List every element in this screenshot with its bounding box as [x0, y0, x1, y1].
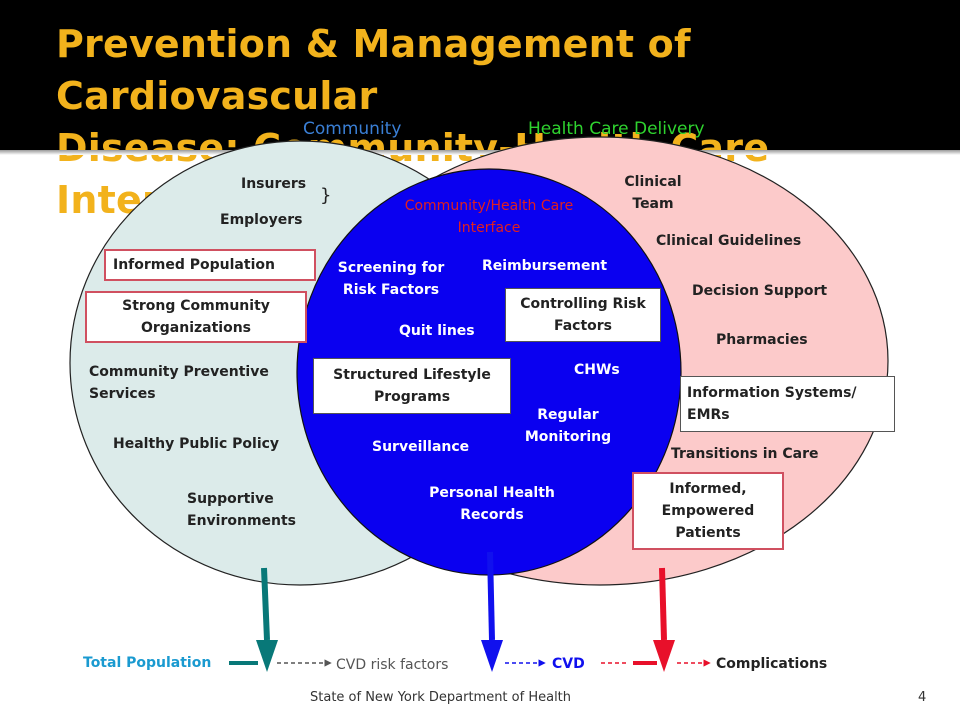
surveillance-label: Surveillance [372, 439, 470, 455]
strong-community-line-2: Organizations [140, 320, 252, 336]
controlling-risk-line-1: Controlling Risk [520, 296, 646, 312]
regular-monitoring-line-2: Monitoring [524, 429, 612, 445]
red-arrow [653, 567, 675, 672]
title-divider [0, 150, 960, 155]
community-header: Community [303, 119, 402, 139]
pharmacies-label: Pharmacies [716, 332, 808, 348]
footer-source: State of New York Department of Health [310, 690, 572, 705]
insurers-label: Insurers [241, 176, 307, 192]
personal-health-records-label: Personal Health Records [425, 482, 559, 526]
personal-health-records-line-1: Personal Health [429, 485, 555, 501]
personal-health-records-line-2: Records [460, 507, 524, 523]
complications-label: Complications [716, 656, 828, 672]
page-number: 4 [918, 690, 927, 705]
chws-label: CHWs [574, 362, 620, 378]
supportive-environments-line-2: Environments [187, 513, 297, 529]
employers-label: Employers [220, 212, 303, 228]
interface-title-line-1: Community/Health Care [404, 198, 574, 214]
informed-population-box: Informed Population [104, 249, 316, 281]
brace-symbol: } [320, 185, 332, 206]
interface-title-line-2: Interface [457, 220, 521, 236]
controlling-risk-line-2: Factors [553, 318, 613, 334]
strong-community-line-1: Strong Community [122, 298, 270, 314]
information-systems-line-2: EMRs [687, 407, 730, 423]
clinical-guidelines-label: Clinical Guidelines [656, 233, 802, 249]
structured-lifestyle-box: Structured Lifestyle Programs [313, 358, 511, 414]
clinical-team-line-2: Team [632, 196, 674, 212]
preventive-services-line-2: Services [89, 386, 156, 402]
empowered-patients-box: Informed, Empowered Patients [632, 472, 784, 550]
information-systems-line-1: Information Systems/ [687, 385, 857, 401]
structured-lifestyle-line-2: Programs [373, 389, 451, 405]
transitions-in-care-label: Transitions in Care [671, 446, 819, 462]
total-population-label: Total Population [83, 655, 212, 671]
regular-monitoring-label: Regular Monitoring [514, 404, 622, 448]
empowered-patients-line-2: Empowered [661, 503, 755, 519]
quit-lines-label: Quit lines [399, 323, 475, 339]
clinical-team-line-1: Clinical [624, 174, 682, 190]
strong-community-box: Strong Community Organizations [85, 291, 307, 343]
structured-lifestyle-line-1: Structured Lifestyle [333, 367, 491, 383]
screening-label: Screening for Risk Factors [330, 257, 452, 301]
decision-support-label: Decision Support [692, 283, 828, 299]
information-systems-box: Information Systems/ EMRs [680, 376, 895, 432]
controlling-risk-box: Controlling Risk Factors [505, 288, 661, 342]
interface-title: Community/Health Care Interface [380, 195, 598, 239]
supportive-environments-label: Supportive Environments [187, 488, 296, 532]
cvd-label: CVD [552, 656, 585, 672]
regular-monitoring-line-1: Regular [537, 407, 599, 423]
cvd-risk-factors-label: CVD risk factors [336, 657, 449, 673]
healthy-public-policy-label: Healthy Public Policy [113, 436, 280, 452]
screening-line-2: Risk Factors [342, 282, 440, 298]
preventive-services-label: Community Preventive Services [89, 361, 269, 405]
slide-title-line-1: Prevention & Management of Cardiovascula… [56, 22, 691, 118]
screening-line-1: Screening for [337, 260, 445, 276]
health-care-delivery-header: Health Care Delivery [528, 119, 705, 139]
empowered-patients-line-1: Informed, [669, 481, 747, 497]
supportive-environments-line-1: Supportive [187, 491, 274, 507]
reimbursement-label: Reimbursement [482, 258, 608, 274]
empowered-patients-line-3: Patients [675, 525, 741, 541]
clinical-team-label: Clinical Team [620, 171, 686, 215]
informed-population-label: Informed Population [113, 257, 275, 273]
blue-arrow [481, 551, 503, 672]
preventive-services-line-1: Community Preventive [89, 364, 269, 380]
teal-arrow [256, 567, 278, 672]
